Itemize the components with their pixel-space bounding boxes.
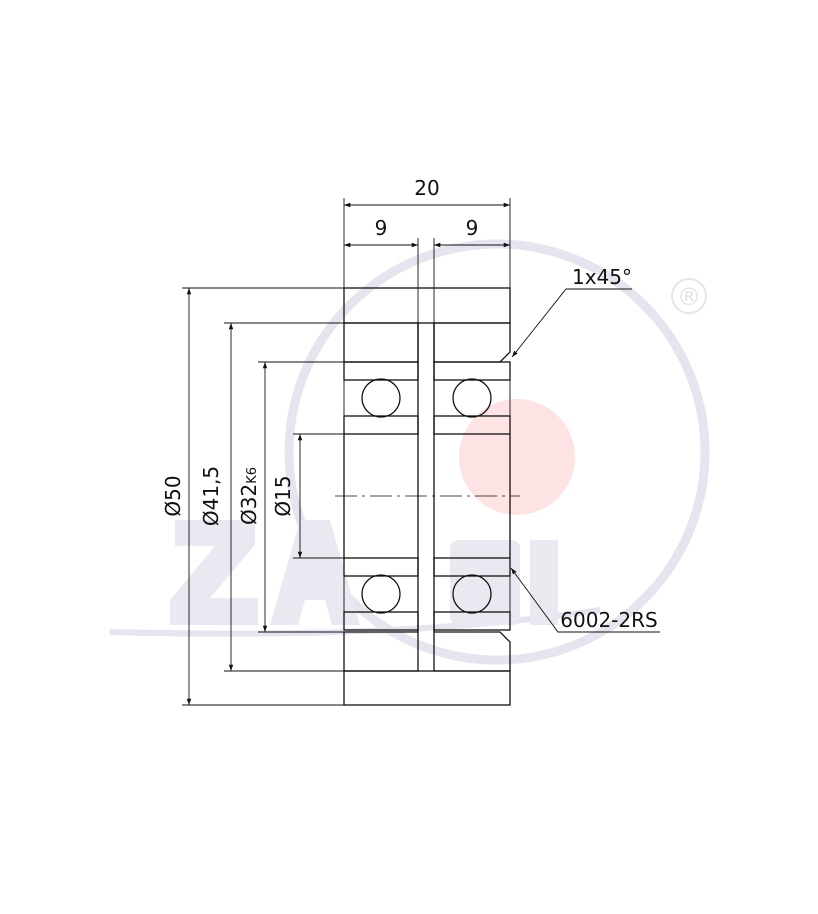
dia-bore-label: Ø15 [271, 475, 295, 516]
dia-bearing-outer-label: Ø32 [237, 484, 261, 525]
registered-mark-ring [671, 278, 707, 314]
callout-chamfer: 1x45° [511, 265, 632, 358]
ball-top-left [361, 378, 401, 418]
dia-outer-label: Ø50 [161, 475, 185, 516]
hub-bottom-left [343, 631, 419, 672]
bearing-callout-text: 6002-2RS [560, 608, 657, 632]
ball-top-right [452, 378, 492, 418]
tread-top [343, 287, 511, 324]
watermark-red-dot [459, 399, 575, 515]
overall-width-label: 20 [414, 176, 439, 200]
dimension-diameters: Ø50 Ø41,5 Ø32K6 Ø15 [161, 287, 344, 706]
ball-bottom-right [452, 574, 492, 614]
bearing-bottom-left-outer-ring [343, 557, 419, 577]
watermark-letters [170, 520, 558, 625]
right-bearing-width-label: 9 [466, 216, 479, 240]
wheel-section [335, 287, 520, 706]
dia-bearing-fit-label: K6 [245, 467, 260, 484]
dia-hub-label: Ø41,5 [199, 466, 223, 526]
callout-bearing: 6002-2RS [510, 567, 660, 633]
registered-mark: ® [677, 283, 701, 311]
tread-bottom [343, 670, 511, 706]
hub-top-right [433, 322, 511, 363]
bearing-top-left-cavity [343, 379, 419, 417]
dimension-overall-width: 20 [343, 176, 511, 288]
bearing-top-left-inner-ring [343, 415, 419, 435]
chamfer-callout-text: 1x45° [572, 265, 632, 289]
watermark-logo: ® [109, 239, 710, 665]
bearing-top-left-outer-ring [343, 361, 419, 381]
svg-text:Ø32K6: Ø32K6 [237, 467, 261, 525]
left-bearing-width-label: 9 [375, 216, 388, 240]
dimension-bearing-widths: 9 9 [344, 216, 510, 323]
ball-bottom-left [361, 574, 401, 614]
bearing-top-right-outer-ring [433, 361, 511, 381]
hub-bottom-right [433, 631, 511, 672]
hub-top-left [343, 322, 419, 363]
